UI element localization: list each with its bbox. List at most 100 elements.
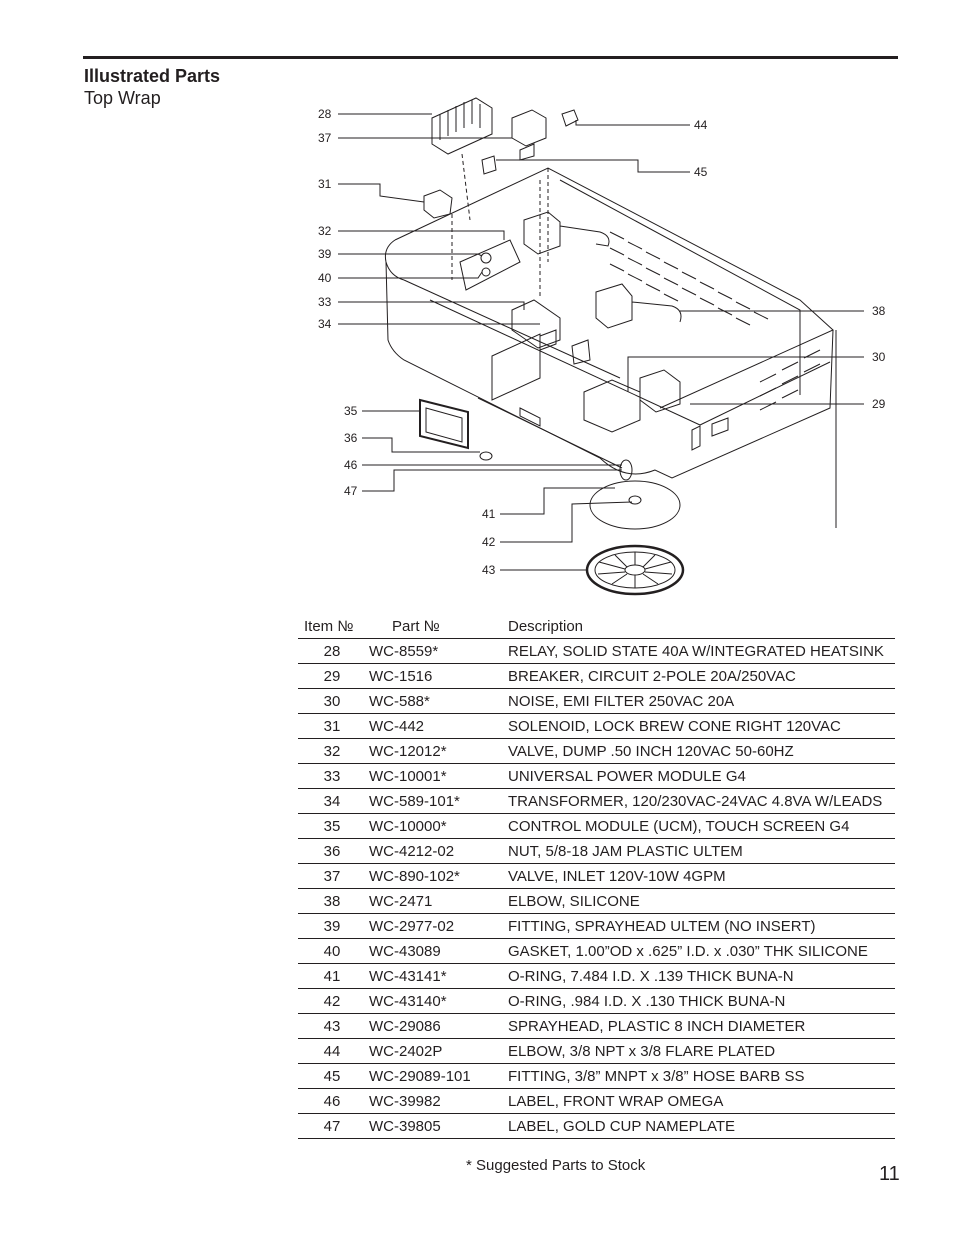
callout-31: 31	[318, 177, 332, 191]
part-number: WC-29089-101	[366, 1063, 508, 1089]
power-module	[511, 299, 561, 351]
part-number: WC-43140*	[366, 988, 508, 1014]
callout-38: 38	[872, 304, 886, 318]
callout-44: 44	[694, 118, 708, 132]
part-description: VALVE, INLET 120V-10W 4GPM	[508, 863, 895, 889]
part-number: WC-10001*	[366, 763, 508, 789]
item-number: 36	[298, 838, 366, 864]
header-rule	[83, 56, 898, 59]
part-description: NOISE, EMI FILTER 250VAC 20A	[508, 688, 895, 714]
callout-47: 47	[344, 484, 358, 498]
part-number: WC-442	[366, 713, 508, 739]
cabinet-inner-back	[559, 179, 801, 395]
cabinet-top-outline	[394, 167, 834, 409]
dump-valve	[523, 211, 610, 255]
callout-32: 32	[318, 224, 332, 238]
circuit-breaker	[639, 369, 681, 413]
second-valve	[595, 283, 682, 329]
display-window	[491, 333, 541, 401]
part-description: SOLENOID, LOCK BREW CONE RIGHT 120VAC	[508, 713, 895, 739]
inlet-valve	[511, 109, 547, 161]
cabinet-front-face	[385, 261, 601, 459]
item-number: 38	[298, 888, 366, 914]
part-number: WC-2402P	[366, 1038, 508, 1064]
part-description: ELBOW, 3/8 NPT x 3/8 FLARE PLATED	[508, 1038, 895, 1064]
item-number: 43	[298, 1013, 366, 1039]
part-description: ELBOW, SILICONE	[508, 888, 895, 914]
part-description: CONTROL MODULE (UCM), TOUCH SCREEN G4	[508, 813, 895, 839]
part-description: GASKET, 1.00”OD x .625” I.D. x .030” THK…	[508, 938, 895, 964]
header-item-number: Item №	[304, 617, 354, 635]
callout-35: 35	[344, 404, 358, 418]
page-title: Illustrated Parts	[84, 66, 221, 86]
header-description: Description	[508, 617, 584, 635]
part-number: WC-10000*	[366, 813, 508, 839]
part-description: LABEL, GOLD CUP NAMEPLATE	[508, 1113, 895, 1139]
callout-36: 36	[344, 431, 358, 445]
part-description: FITTING, 3/8” MNPT x 3/8” HOSE BARB SS	[508, 1063, 895, 1089]
callout-29: 29	[872, 397, 886, 411]
part-number: WC-4212-02	[366, 838, 508, 864]
control-module	[419, 398, 469, 450]
part-description: SPRAYHEAD, PLASTIC 8 INCH DIAMETER	[508, 1013, 895, 1039]
part-description: TRANSFORMER, 120/230VAC-24VAC 4.8VA W/LE…	[508, 788, 895, 814]
footnote: * Suggested Parts to Stock	[466, 1157, 646, 1174]
part-description: VALVE, DUMP .50 INCH 120VAC 50-60HZ	[508, 738, 895, 764]
emi-filter	[583, 379, 641, 433]
callout-33: 33	[318, 295, 332, 309]
part-description: O-RING, .984 I.D. X .130 THICK BUNA-N	[508, 988, 895, 1014]
cabinet-left-end	[384, 239, 405, 281]
part-number: WC-8559*	[366, 638, 508, 664]
part-number: WC-12012*	[366, 738, 508, 764]
callout-39: 39	[318, 247, 332, 261]
cabinet-floor	[429, 299, 701, 426]
callout-30: 30	[872, 350, 886, 364]
hose-barb	[481, 155, 497, 175]
page-subtitle: Top Wrap	[84, 88, 161, 108]
item-number: 39	[298, 913, 366, 939]
table-header-row: Item № Part № Description	[298, 614, 895, 639]
part-number: WC-29086	[366, 1013, 508, 1039]
front-nameplate-strip	[477, 397, 623, 469]
item-number: 30	[298, 688, 366, 714]
item-number: 44	[298, 1038, 366, 1064]
callout-46: 46	[344, 458, 358, 472]
part-description: O-RING, 7.484 I.D. X .139 THICK BUNA-N	[508, 963, 895, 989]
callout-28: 28	[318, 107, 332, 121]
part-number: WC-890-102*	[366, 863, 508, 889]
part-description: FITTING, SPRAYHEAD ULTEM (NO INSERT)	[508, 913, 895, 939]
part-number: WC-43089	[366, 938, 508, 964]
part-description: UNIVERSAL POWER MODULE G4	[508, 763, 895, 789]
callout-43: 43	[482, 563, 496, 577]
callout-leaders	[338, 113, 864, 571]
part-description: BREAKER, CIRCUIT 2-POLE 20A/250VAC	[508, 663, 895, 689]
part-number: WC-1516	[366, 663, 508, 689]
header-part-number: Part №	[392, 617, 440, 635]
part-number: WC-2977-02	[366, 913, 508, 939]
sprayhead-disc	[585, 544, 685, 596]
part-number: WC-588*	[366, 688, 508, 714]
exploded-parts-diagram: 28 37 31 32 39 40 33 34 35 36 46 47 41 4…	[318, 97, 886, 596]
callout-45: 45	[694, 165, 708, 179]
part-description: RELAY, SOLID STATE 40A W/INTEGRATED HEAT…	[508, 638, 895, 664]
item-number: 42	[298, 988, 366, 1014]
item-number: 34	[298, 788, 366, 814]
elbow-fitting	[561, 109, 579, 127]
